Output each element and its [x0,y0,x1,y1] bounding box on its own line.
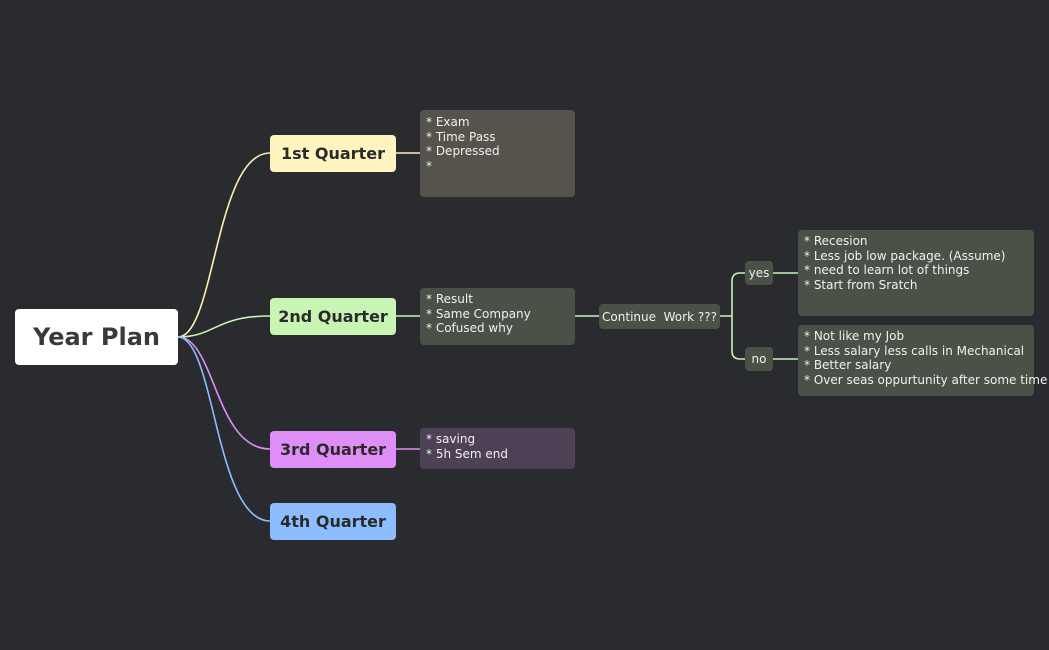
note-line: * saving [426,432,476,446]
note-line: * Over seas oppurtunity after some time [804,373,1048,388]
no-label: no [751,352,767,366]
quarter-node-3[interactable]: 3rd Quarter [270,431,396,468]
no-node[interactable]: no [745,347,773,371]
note-line: * Less job low package. (Assume) [804,248,1006,263]
quarter-node-1[interactable]: 1st Quarter [270,135,396,172]
connector-q4 [177,336,271,522]
note-line: * 5h Sem end [426,446,508,461]
decision-question: Continue Work ??? [602,309,717,324]
yes-label: yes [748,266,770,280]
note-line: * Exam [426,115,470,129]
connector-q3 [177,336,271,450]
note-q2[interactable]: * Result * Same Company * Cofused why [420,288,575,345]
quarter-label: 3rd Quarter [279,440,387,459]
note-line: * Result [426,292,473,306]
yes-node[interactable]: yes [745,261,773,285]
connector-yes [720,272,745,317]
note-q1[interactable]: * Exam * Time Pass * Depressed * [420,110,575,197]
note-line: * Time Pass [426,129,496,144]
quarter-label: 2nd Quarter [278,307,388,326]
note-line: * Not like my Job [804,329,905,343]
note-line: * Start from Sratch [804,278,918,293]
quarter-node-4[interactable]: 4th Quarter [270,503,396,540]
root-title: Year Plan [33,323,160,351]
note-q3[interactable]: * saving * 5h Sem end [420,428,575,469]
quarter-node-2[interactable]: 2nd Quarter [270,298,396,335]
quarter-label: 1st Quarter [281,144,385,163]
note-line: * Cofused why [426,321,513,336]
connector-q1 [177,152,271,338]
connector-no [731,316,745,360]
note-line: * Depressed [426,144,500,159]
note-line: * Better salary [804,358,892,373]
note-line: * Same Company [426,306,531,321]
note-line: * need to learn lot of things [804,263,970,278]
connector-q2 [177,315,271,338]
root-node-year-plan[interactable]: Year Plan [15,309,178,365]
quarter-label: 4th Quarter [280,512,386,531]
note-yes[interactable]: * Recesion * Less job low package. (Assu… [798,230,1034,316]
note-no[interactable]: * Not like my Job * Less salary less cal… [798,325,1048,396]
decision-node[interactable]: Continue Work ??? [599,304,720,329]
note-line: * Less salary less calls in Mechanical [804,343,1025,358]
note-line: * [426,159,432,174]
note-line: * Recesion [804,234,868,248]
